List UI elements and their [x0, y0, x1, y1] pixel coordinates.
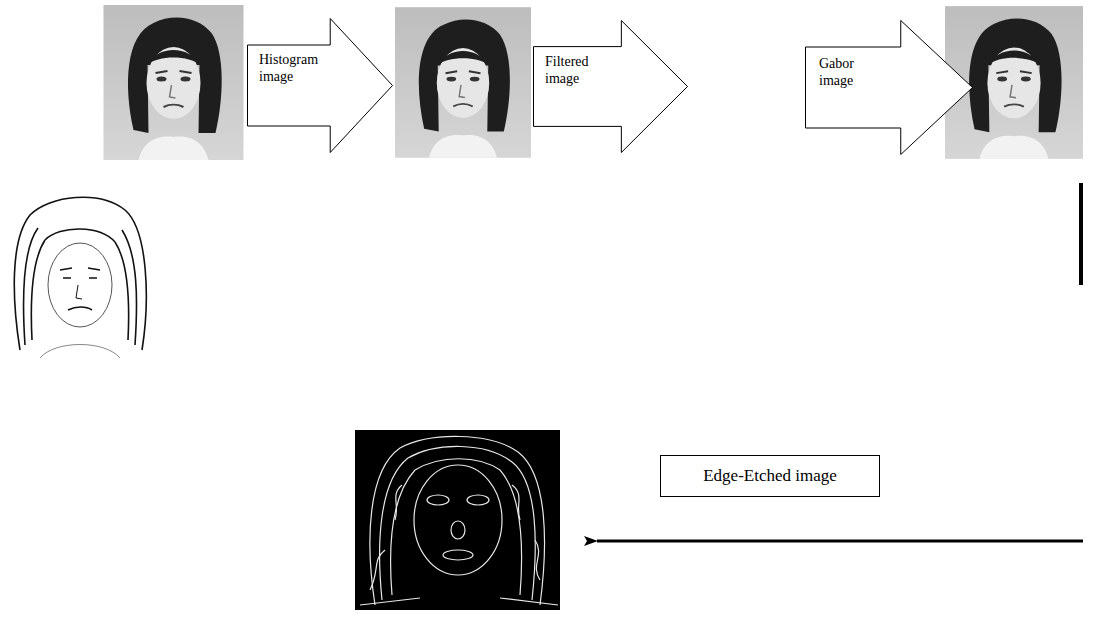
- block-arrow-outline: [533, 20, 688, 153]
- edge-etched-picture: [355, 430, 560, 610]
- block-arrow: Filtered image: [533, 20, 688, 153]
- block-arrow-path: [534, 21, 688, 153]
- process-box: Edge-Etched image: [660, 455, 880, 497]
- node-label: Histogram image: [259, 52, 331, 86]
- sketch-image: [14, 197, 146, 358]
- block-arrow-path: [248, 19, 393, 153]
- node-label: Gabor image: [819, 56, 891, 90]
- original-photo: [104, 5, 244, 160]
- node-label: Edge-Etched image: [703, 466, 837, 486]
- flow-arrow: [597, 540, 1083, 543]
- block-arrow-outline: [247, 18, 393, 153]
- block-arrow: Gabor image: [805, 20, 973, 155]
- connector-line: [1079, 183, 1083, 285]
- node-label: Filtered image: [545, 54, 617, 88]
- block-arrow: Histogram image: [247, 18, 393, 153]
- histogram-photo: [395, 7, 531, 158]
- block-arrow-path: [806, 21, 973, 155]
